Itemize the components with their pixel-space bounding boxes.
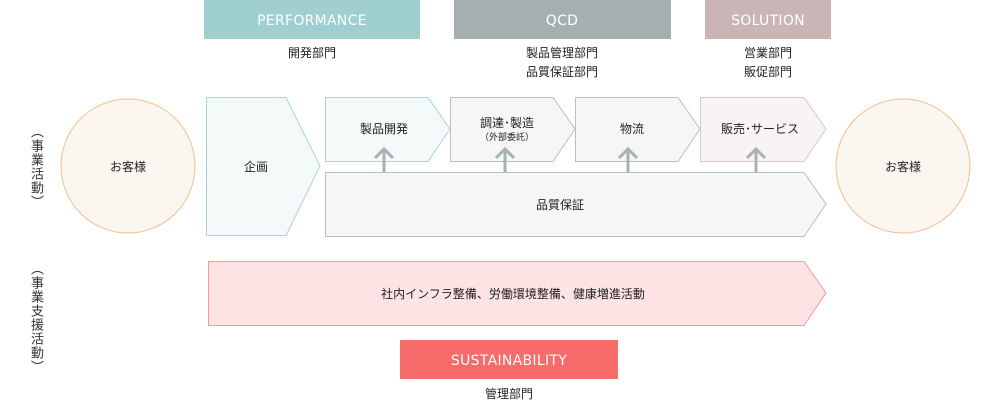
solution-header: SOLUTION	[705, 0, 831, 39]
logistics-step: 物流	[575, 97, 701, 162]
customer-left-label: お客様	[110, 159, 146, 174]
arrow-up-icon	[617, 146, 639, 172]
support-activities-text: 社内インフラ整備、労働環境整備、健康増進活動	[381, 286, 645, 301]
sales-step: 販売･サービス	[700, 97, 827, 162]
department-label: 販促部門	[744, 64, 792, 79]
quality-assurance-label: 品質保証	[536, 197, 584, 212]
arrow-up-icon	[494, 146, 516, 172]
sales-label: 販売･サービス	[721, 121, 799, 136]
qcd-label: QCD	[546, 13, 578, 29]
quality-assurance-step: 品質保証	[325, 172, 827, 237]
planning-step: 企画	[206, 97, 321, 236]
support-activities-bar: 社内インフラ整備、労働環境整備、健康増進活動	[208, 261, 827, 326]
solution-label: SOLUTION	[731, 13, 805, 29]
sustainability-label: SUSTAINABILITY	[451, 353, 567, 369]
qcd-header: QCD	[454, 0, 671, 39]
logistics-label: 物流	[620, 122, 644, 136]
procurement-step: 調達･製造 （外部委託）	[450, 97, 576, 162]
customer-right-label: お客様	[885, 159, 921, 174]
department-label: 品質保証部門	[526, 64, 598, 79]
department-label: 営業部門	[744, 45, 792, 60]
product-development-label: 製品開発	[360, 122, 408, 136]
customer-right-circle: お客様	[835, 98, 971, 234]
arrow-up-icon	[745, 146, 767, 172]
up-arrows	[373, 146, 767, 172]
procurement-note: （外部委託）	[480, 131, 534, 143]
planning-label: 企画	[244, 159, 268, 174]
performance-header: PERFORMANCE	[204, 0, 420, 39]
arrow-up-icon	[373, 146, 395, 172]
performance-label: PERFORMANCE	[257, 13, 367, 29]
business-activities-label: （事業活動）	[28, 125, 43, 209]
procurement-label: 調達･製造	[480, 116, 534, 130]
department-label: 製品管理部門	[526, 45, 598, 60]
department-label: 開発部門	[288, 45, 336, 60]
product-development-step: 製品開発	[325, 97, 451, 162]
sustainability-header: SUSTAINABILITY	[400, 340, 618, 379]
customer-left-circle: お客様	[60, 98, 196, 234]
support-activities-label: （事業支援活動）	[28, 262, 43, 374]
department-label: 管理部門	[485, 386, 533, 401]
